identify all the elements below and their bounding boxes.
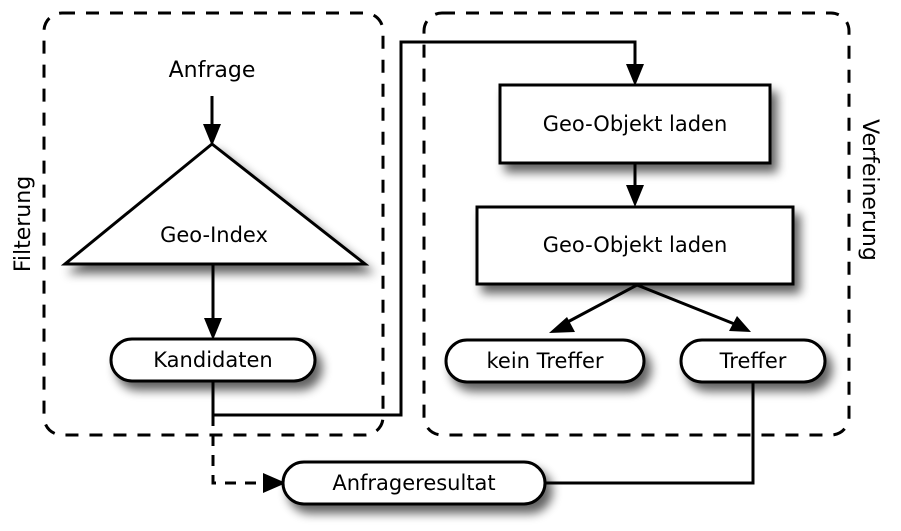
node-anfrageresultat[interactable]: Anfrageresultat [281,460,547,506]
node-geo-index-shape [60,142,370,266]
edge-anfrage-to-geo-index [203,96,221,146]
node-anfrage-label: Anfrage [169,58,256,83]
node-treffer[interactable]: Treffer [679,338,827,384]
group-filterung-label: Filterung [11,176,36,272]
node-geo-objekt-laden-2-shape [475,205,795,286]
node-kandidaten[interactable]: Kandidaten [109,337,317,383]
edge-geo-objekt-laden-2-to-treffer [636,283,751,332]
node-anfrageresultat-label: Anfrageresultat [332,471,495,495]
node-geo-objekt-laden-1[interactable]: Geo-Objekt laden [498,83,772,165]
node-geo-index-label: Geo-Index [160,223,268,247]
node-kein-treffer-shape [444,338,646,384]
node-kein-treffer[interactable]: kein Treffer [444,338,646,384]
group-verfeinerung-border [422,11,851,437]
edge-geo-objekt-laden-1-to-2 [626,163,644,207]
group-verfeinerung: Verfeinerung [422,11,882,437]
group-verfeinerung-label: Verfeinerung [857,119,882,261]
edge-kandidaten-to-geo-objekt-laden-1 [211,40,644,417]
node-treffer-label: Treffer [719,349,787,373]
node-geo-objekt-laden-2-label: Geo-Objekt laden [543,233,728,257]
node-geo-index[interactable]: Geo-Index [60,142,370,266]
edge-filterung-to-anfrageresultat [211,415,286,493]
node-geo-objekt-laden-1-shape [498,83,772,165]
node-kein-treffer-label: kein Treffer [486,349,603,373]
edge-treffer-to-anfrageresultat [545,382,755,485]
edge-geo-objekt-laden-2-to-kein-treffer [549,283,638,333]
node-anfrageresultat-shape [281,460,547,506]
node-geo-objekt-laden-1-label: Geo-Objekt laden [543,112,728,136]
edge-geo-index-to-kandidaten [204,264,222,340]
node-geo-objekt-laden-2[interactable]: Geo-Objekt laden [475,205,795,286]
node-kandidaten-label: Kandidaten [153,348,272,372]
